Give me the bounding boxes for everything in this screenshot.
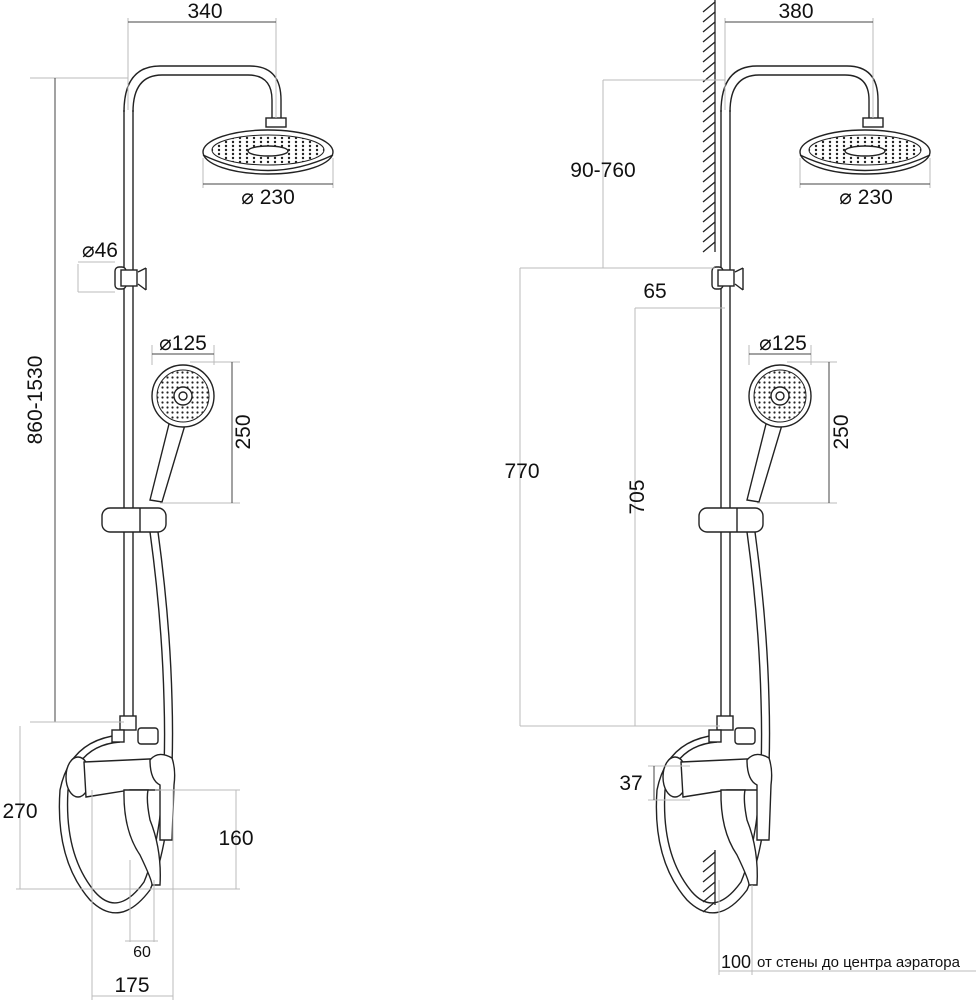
mixer-offset-label: 37 [619,772,642,795]
hand-shower-diameter-label: ⌀125 [759,332,807,355]
spout-offset-label: 60 [133,944,151,961]
hatch-tick [702,111,716,123]
spout-height-label: 160 [218,827,253,850]
hatch-tick [702,91,716,103]
bracket-range-label: 90-760 [570,159,635,182]
arm-reach-label: 380 [778,0,813,23]
wall-distance-label: 100 [721,952,751,972]
hatch-tick [702,191,716,203]
left-labels: 340 ⌀ 230 ⌀46 860-1530 ⌀125 250 270 160 … [2,0,294,997]
hatch-tick [702,61,716,73]
hatch-tick [702,891,716,903]
right-labels: 380 ⌀ 230 90-760 65 ⌀125 250 770 705 37 … [504,0,960,972]
hatch-tick [702,11,716,23]
hatch-tick [702,231,716,243]
hatch-tick [702,31,716,43]
hatch-tick [702,1,716,13]
hatch-tick [702,201,716,213]
wall-distance-note: от стены до центра аэратора [757,954,961,971]
hatch-tick [702,21,716,33]
hatch-tick [702,151,716,163]
arm-reach-label: 340 [187,0,222,23]
hatch-tick [702,881,716,893]
right-dimensions [519,18,976,975]
bracket-offset-label: 65 [643,280,666,303]
mixer-depth-label: 175 [114,974,149,997]
hatch-tick [702,861,716,873]
bracket-diameter-label: ⌀46 [82,239,118,262]
hatch-tick [702,171,716,183]
hatch-tick [702,41,716,53]
hatch-tick [702,871,716,883]
hand-shower-length-label: 250 [830,414,853,449]
hand-shower-diameter-label: ⌀125 [159,332,207,355]
height-range-label: 860-1530 [24,356,47,445]
hatch-tick [702,221,716,233]
slider-height-label: 705 [626,479,649,514]
hatch-tick [702,131,716,143]
wall-hatch [702,0,716,913]
left-dimensions [16,18,334,1000]
hatch-tick [702,851,716,863]
rod-height-label: 770 [504,460,539,483]
hatch-tick [702,901,716,913]
hatch-tick [702,141,716,153]
head-diameter-label: ⌀ 230 [241,186,295,209]
head-diameter-label: ⌀ 230 [839,186,893,209]
hand-shower-length-label: 250 [232,414,255,449]
mixer-height-label: 270 [2,800,37,823]
hatch-tick [702,101,716,113]
hatch-tick [702,121,716,133]
hatch-tick [702,51,716,63]
hatch-tick [702,81,716,93]
hatch-tick [702,161,716,173]
hatch-tick [702,181,716,193]
hatch-tick [702,211,716,223]
hatch-tick [702,241,716,253]
